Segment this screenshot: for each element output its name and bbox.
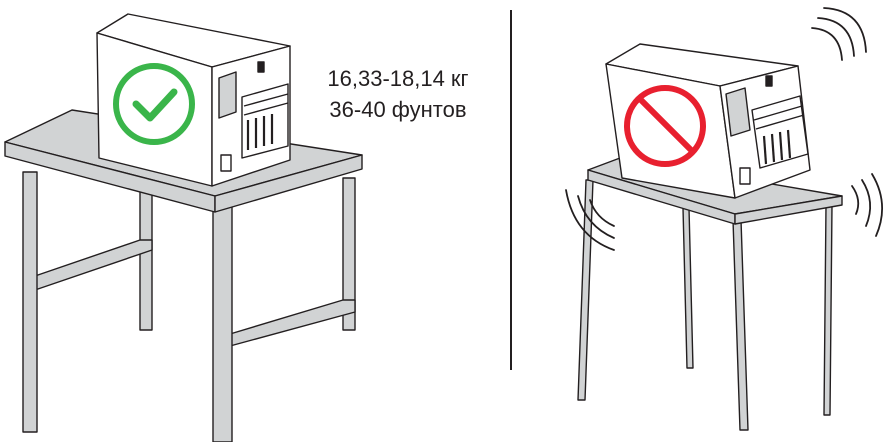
printer-logo [258,62,264,72]
prohibited-badge [627,88,703,164]
table-leg-front-right [213,192,232,442]
weight-lb-label: 36-40 фунтов [296,99,500,121]
vibration-right-icon [852,174,882,236]
table-leg-front-left [23,172,37,432]
printer-button [221,155,231,171]
check-badge [116,66,192,142]
vibration-top-right-icon [812,8,866,60]
table-rail-right [230,300,355,346]
unstable-leg-back-right [824,205,832,415]
unstable-leg-back-left [683,208,693,368]
unstable-table [578,158,842,430]
check-circle [116,66,192,142]
printer-display [219,72,236,118]
printer-right-display [726,88,750,136]
printer-right-button [740,168,750,184]
unstable-leg-front-right [733,220,748,430]
printer-right-logo [766,76,772,86]
weight-kg-label: 16,33-18,14 кг [296,68,500,90]
table-rail-left [35,240,152,290]
